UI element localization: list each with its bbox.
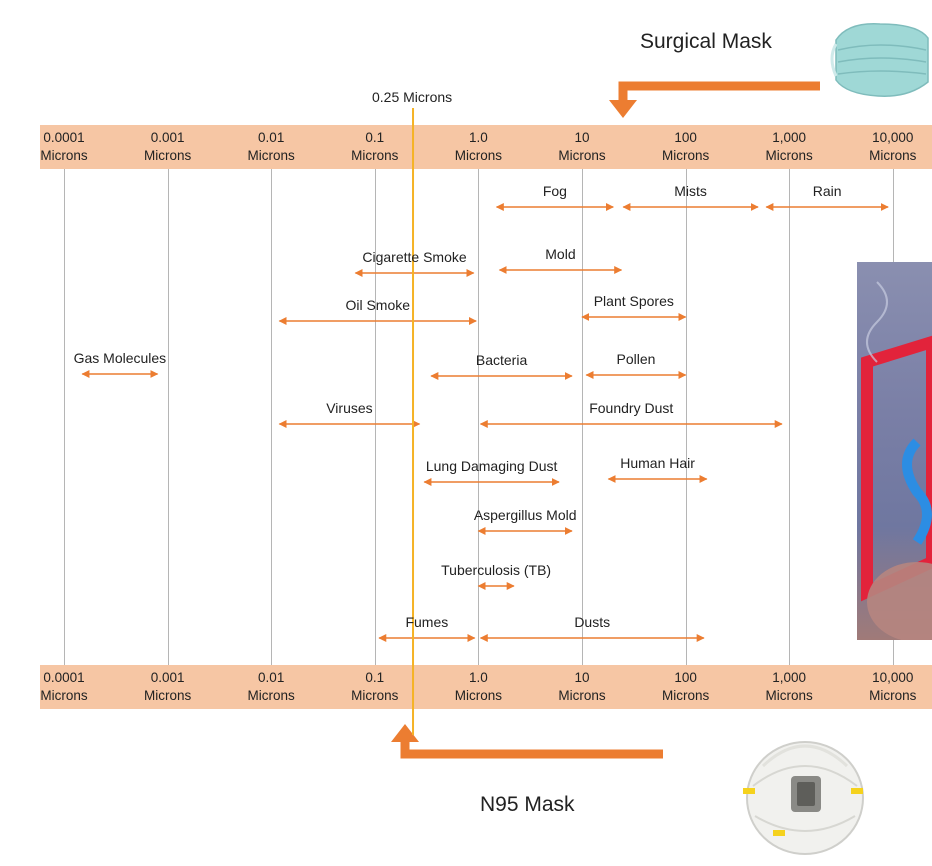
tick-unit: Microns bbox=[143, 688, 192, 703]
gridline bbox=[685, 169, 687, 665]
tick-unit: Microns bbox=[454, 688, 503, 703]
gridline bbox=[582, 169, 583, 665]
tick-unit: Microns bbox=[661, 688, 710, 703]
surgical-mask-arrow bbox=[618, 81, 820, 104]
tick-unit: Microns bbox=[765, 148, 813, 163]
tick-value: 10,000 bbox=[872, 670, 914, 685]
range-label: Gas Molecules bbox=[73, 350, 167, 366]
range-label: Tuberculosis (TB) bbox=[441, 562, 552, 578]
tick-unit: Microns bbox=[40, 688, 88, 703]
axis-band-top bbox=[40, 125, 932, 169]
n95-mask-label: N95 Mask bbox=[480, 793, 575, 816]
tick-value: 10 bbox=[574, 130, 590, 145]
tick-value: 0.01 bbox=[258, 670, 285, 685]
tick-unit: Microns bbox=[765, 688, 813, 703]
range-label: Lung Damaging Dust bbox=[425, 458, 558, 474]
gridline bbox=[64, 169, 65, 665]
tick-unit: Microns bbox=[558, 148, 606, 163]
tick-unit: Microns bbox=[247, 148, 295, 163]
tick-value: 10 bbox=[574, 670, 590, 685]
range-label: Aspergillus Mold bbox=[473, 507, 577, 523]
range-label: Fog bbox=[542, 183, 567, 199]
tick-value: 100 bbox=[674, 670, 697, 685]
range-label: Dusts bbox=[574, 614, 611, 630]
range-label: Foundry Dust bbox=[589, 400, 674, 416]
tick-value: 1.0 bbox=[469, 130, 488, 145]
range-label: Pollen bbox=[616, 351, 656, 367]
range-label: Rain bbox=[812, 183, 842, 199]
n95-respirator-icon bbox=[743, 741, 864, 855]
surgical-mask-arrow-head bbox=[609, 100, 637, 118]
range-label: Mold bbox=[545, 246, 576, 262]
tick-unit: Microns bbox=[869, 148, 917, 163]
tick-value: 0.0001 bbox=[43, 670, 85, 685]
range-label: Mists bbox=[674, 183, 707, 199]
tick-value: 1.0 bbox=[469, 670, 488, 685]
virus-graphic-image bbox=[857, 262, 932, 640]
tick-unit: Microns bbox=[143, 148, 192, 163]
tick-value: 0.1 bbox=[365, 130, 385, 145]
tick-unit: Microns bbox=[40, 148, 88, 163]
tick-value: 0.1 bbox=[365, 670, 385, 685]
range-label: Bacteria bbox=[475, 352, 528, 368]
gridline bbox=[271, 169, 273, 665]
tick-value: 0.01 bbox=[258, 130, 285, 145]
tick-value: 100 bbox=[674, 130, 697, 145]
range-label: Human Hair bbox=[620, 455, 695, 471]
gridline bbox=[478, 169, 480, 665]
tick-value: 0.001 bbox=[150, 130, 185, 145]
gridline bbox=[789, 169, 791, 665]
range-label: Viruses bbox=[326, 400, 373, 416]
tick-unit: Microns bbox=[351, 148, 399, 163]
marker-label: 0.25 Microns bbox=[372, 89, 453, 105]
tick-value: 1,000 bbox=[772, 130, 807, 145]
tick-unit: Microns bbox=[558, 688, 606, 703]
gridline bbox=[374, 169, 376, 665]
tick-unit: Microns bbox=[661, 148, 710, 163]
n95-mask-arrow bbox=[400, 738, 663, 759]
range-label: Plant Spores bbox=[593, 293, 674, 309]
surgical-mask-label: Surgical Mask bbox=[640, 30, 772, 53]
axis-band-bottom bbox=[40, 665, 932, 709]
gridline bbox=[167, 169, 169, 665]
range-label: Cigarette Smoke bbox=[362, 249, 467, 265]
tick-value: 0.0001 bbox=[43, 130, 85, 145]
tick-unit: Microns bbox=[351, 688, 399, 703]
tick-unit: Microns bbox=[454, 148, 503, 163]
tick-unit: Microns bbox=[247, 688, 295, 703]
tick-value: 10,000 bbox=[872, 130, 914, 145]
range-label: Fumes bbox=[405, 614, 449, 630]
range-label: Oil Smoke bbox=[345, 297, 411, 313]
tick-value: 0.001 bbox=[150, 670, 185, 685]
surgical-mask-icon bbox=[830, 23, 929, 97]
tick-unit: Microns bbox=[869, 688, 917, 703]
tick-value: 1,000 bbox=[772, 670, 807, 685]
n95-mask-arrow-head bbox=[391, 724, 419, 742]
